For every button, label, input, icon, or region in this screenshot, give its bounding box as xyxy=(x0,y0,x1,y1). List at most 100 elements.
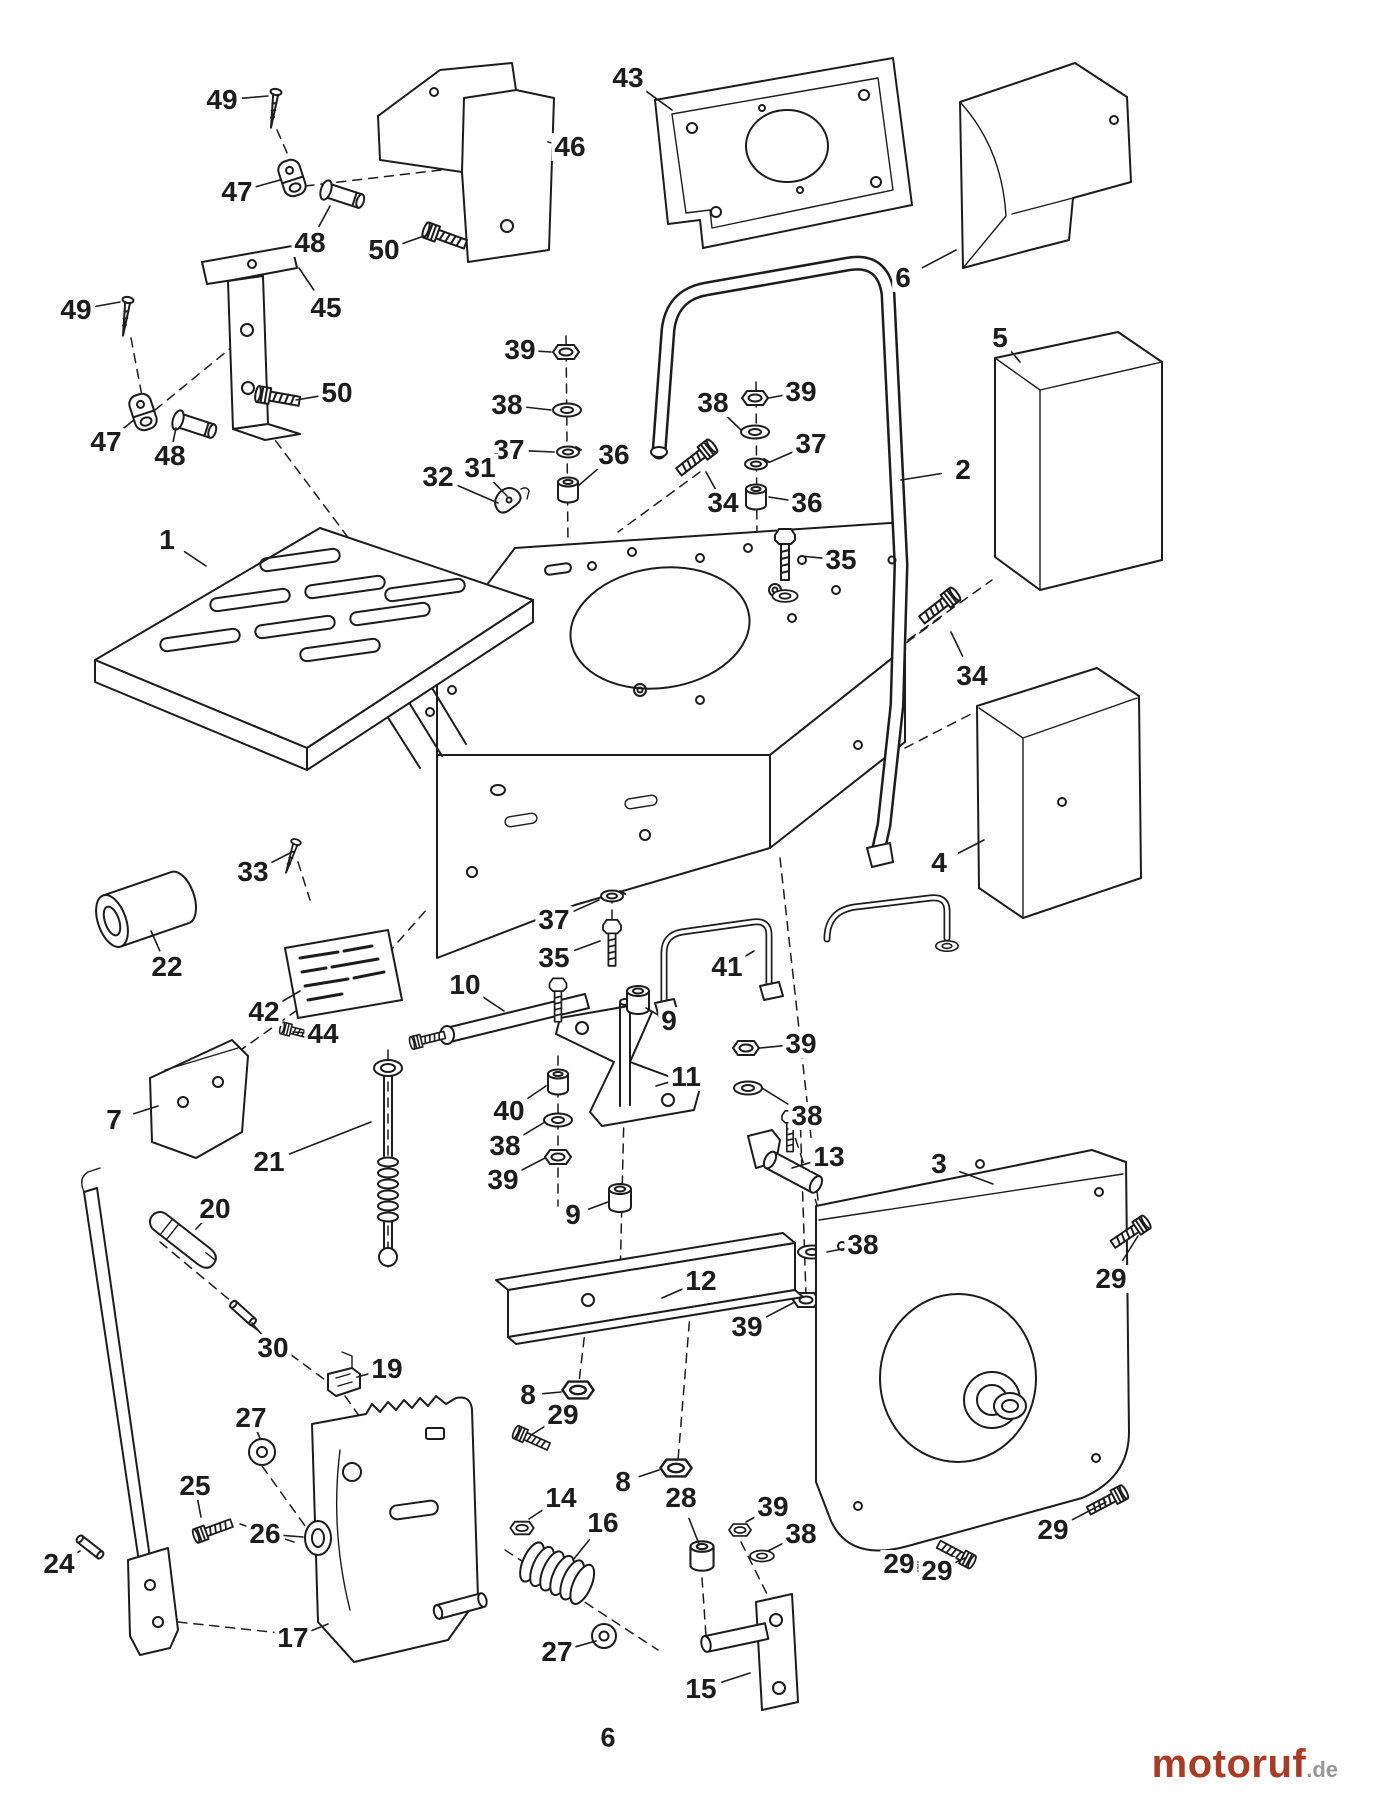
part-callout-32: 32 xyxy=(419,463,457,491)
callout-leader-38 xyxy=(724,414,742,431)
callout-leader-32 xyxy=(457,484,499,504)
fastener-stack-middle xyxy=(600,889,626,967)
callout-leader-38 xyxy=(826,1247,848,1253)
part-bushing-28 xyxy=(689,1540,715,1572)
part-bracket-45 xyxy=(201,245,301,441)
part-washer-27b xyxy=(591,1623,617,1649)
part-side-panel-3 xyxy=(815,1149,1130,1552)
part-bushing-9a xyxy=(626,985,650,1015)
part-callout-10: 10 xyxy=(446,971,484,999)
part-callout-39: 39 xyxy=(484,1166,522,1194)
part-clip-31-32 xyxy=(494,487,530,514)
callout-leader-29 xyxy=(1071,1501,1107,1521)
part-frame-chassis xyxy=(344,521,906,959)
callout-leader-31 xyxy=(491,479,508,497)
callout-leader-38 xyxy=(761,1087,790,1106)
callout-leader-1 xyxy=(183,550,207,567)
callout-leader-28 xyxy=(688,1517,700,1545)
part-bushing-9b xyxy=(608,1183,632,1213)
part-callout-9: 9 xyxy=(658,1007,680,1035)
callout-leader-2 xyxy=(900,472,943,481)
part-callout-29: 29 xyxy=(1092,1265,1130,1293)
part-callout-5: 5 xyxy=(989,324,1011,352)
callout-leader-26 xyxy=(281,1534,304,1538)
callout-leader-8 xyxy=(542,1391,562,1395)
part-bracket-7 xyxy=(149,1039,249,1159)
callout-leader-50 xyxy=(295,395,320,401)
part-tie-rod-10 xyxy=(407,993,590,1051)
callout-leader-42 xyxy=(279,990,301,1004)
part-callout-37: 37 xyxy=(792,430,830,458)
callout-leader-47 xyxy=(255,179,281,188)
callout-leader-9 xyxy=(645,1007,660,1016)
callout-leader-35 xyxy=(573,940,601,952)
callout-leader-9 xyxy=(587,1201,609,1210)
part-callout-49: 49 xyxy=(203,86,241,114)
part-bushing-26 xyxy=(304,1520,332,1556)
part-callout-8: 8 xyxy=(517,1381,539,1409)
part-callout-17: 17 xyxy=(274,1624,312,1652)
part-grip-20 xyxy=(149,1211,217,1269)
part-callout-44: 44 xyxy=(304,1020,342,1048)
part-nut-39f xyxy=(728,1523,752,1537)
callout-leader-43 xyxy=(644,90,673,111)
part-callout-38: 38 xyxy=(486,1132,524,1160)
part-callout-35: 35 xyxy=(822,546,860,574)
callout-leader-27 xyxy=(573,1640,597,1648)
part-callout-30: 30 xyxy=(254,1334,292,1362)
watermark-brand: motoruf xyxy=(1151,1742,1307,1786)
callout-leader-7 xyxy=(133,1105,159,1115)
callout-leader-49 xyxy=(241,95,269,99)
callout-leader-25 xyxy=(196,1499,202,1518)
part-cover-5 xyxy=(994,331,1163,591)
callout-leader-21 xyxy=(288,1121,372,1155)
part-callout-1: 1 xyxy=(156,526,178,554)
part-callout-29: 29 xyxy=(544,1401,582,1429)
part-nut-8a xyxy=(561,1380,595,1400)
callout-leader-49 xyxy=(95,301,121,308)
part-clip-19 xyxy=(327,1351,361,1397)
callout-leader-37 xyxy=(573,899,600,912)
part-callout-46: 46 xyxy=(551,133,589,161)
callout-leader-39 xyxy=(765,1302,794,1318)
part-pin-48b xyxy=(169,407,220,443)
callout-leader-8 xyxy=(638,1469,660,1478)
callout-leader-34 xyxy=(705,471,717,490)
watermark-suffix: .de xyxy=(1306,1757,1338,1782)
part-spring-16 xyxy=(519,1541,596,1605)
callout-leader-39 xyxy=(521,1157,546,1171)
callout-leader-36 xyxy=(768,496,791,502)
part-callout-9: 9 xyxy=(562,1201,584,1229)
callout-leader-35 xyxy=(800,555,824,560)
watermark: motoruf.de xyxy=(1152,1744,1338,1784)
part-callout-8: 8 xyxy=(612,1468,634,1496)
callout-leader-12 xyxy=(661,1287,685,1299)
part-callout-38: 38 xyxy=(488,391,526,419)
part-callout-20: 20 xyxy=(196,1195,234,1223)
part-callout-3: 3 xyxy=(928,1150,950,1178)
part-callout-40: 40 xyxy=(490,1097,528,1125)
part-wire-41b xyxy=(823,894,960,953)
callout-leader-37 xyxy=(769,451,794,463)
part-link-13 xyxy=(747,1110,824,1194)
part-pivot-bracket-15 xyxy=(700,1593,799,1711)
part-pin-24 xyxy=(74,1533,106,1561)
callout-leader-22 xyxy=(150,930,161,952)
part-callout-13: 13 xyxy=(810,1143,848,1171)
callout-leader-4 xyxy=(957,839,985,854)
callout-leader-48 xyxy=(318,205,331,228)
fastener-stack-right xyxy=(740,390,770,511)
part-clevis-47b xyxy=(125,390,161,434)
callout-leader-48 xyxy=(171,427,177,445)
part-cover-4 xyxy=(976,667,1142,919)
part-nut-14 xyxy=(509,1520,535,1536)
part-callout-29: 29 xyxy=(1034,1516,1072,1544)
callout-leader-40 xyxy=(524,1085,547,1101)
part-callout-14: 14 xyxy=(542,1484,580,1512)
part-cross-channel-12 xyxy=(495,1232,804,1345)
part-callout-48: 48 xyxy=(151,442,189,470)
part-callout-36: 36 xyxy=(595,441,633,469)
part-pin-rod-21 xyxy=(373,1059,403,1267)
part-callout-38: 38 xyxy=(694,389,732,417)
